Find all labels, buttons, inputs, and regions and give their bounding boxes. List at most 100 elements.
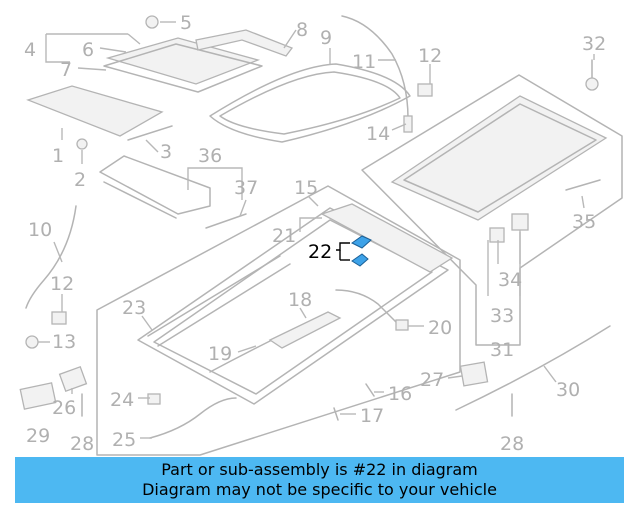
callout-36: 36	[198, 145, 222, 167]
motor-27	[459, 361, 489, 387]
harness-25	[149, 397, 237, 439]
callout-12-top: 12	[418, 45, 442, 67]
sunshade-panel	[390, 95, 608, 221]
callout-12-low: 12	[50, 273, 74, 295]
callout-19: 19	[208, 343, 232, 365]
callout-20: 20	[428, 317, 452, 339]
front-rail-21	[320, 203, 454, 273]
callout-8: 8	[296, 19, 308, 41]
callout-23: 23	[122, 297, 146, 319]
drive-cable-18	[268, 311, 342, 349]
callout-37: 37	[234, 177, 258, 199]
callout-15: 15	[294, 177, 318, 199]
callout-1: 1	[52, 145, 64, 167]
callout-22: 22	[308, 241, 332, 263]
bracket-34a	[489, 227, 505, 243]
leader-18	[299, 307, 307, 319]
callout-14: 14	[366, 123, 390, 145]
leader-7	[77, 67, 107, 71]
module-29	[19, 382, 57, 410]
guide-rail-23b	[157, 263, 291, 347]
callout-16: 16	[388, 383, 412, 405]
leader-21	[299, 217, 322, 232]
connector-24	[147, 393, 161, 405]
callout-17: 17	[360, 405, 384, 427]
callout-29: 29	[26, 425, 50, 447]
glass-panel-6	[105, 37, 261, 85]
leader-4b	[127, 33, 141, 45]
grommet-13	[25, 335, 39, 349]
fitting-14	[403, 115, 413, 133]
screw-32-head	[585, 77, 599, 91]
leader-27	[447, 375, 463, 379]
callout-28-right: 28	[500, 433, 524, 455]
callout-24: 24	[110, 389, 134, 411]
callout-30: 30	[556, 379, 580, 401]
sunshade-bar-37	[205, 213, 247, 229]
callout-18: 18	[288, 289, 312, 311]
callout-9: 9	[320, 27, 332, 49]
clip-12-low	[51, 311, 67, 325]
connector-20	[395, 319, 409, 331]
banner-line-2: Diagram may not be specific to your vehi…	[142, 480, 497, 499]
part-22-upper	[351, 235, 372, 249]
seal-strip-3	[127, 125, 173, 141]
callout-7: 7	[60, 59, 72, 81]
leader-37	[239, 199, 247, 217]
leader-8	[283, 29, 297, 49]
bolt-16	[365, 383, 375, 397]
guide-rail-23	[147, 255, 281, 337]
callout-13: 13	[52, 331, 76, 353]
cable-10	[25, 205, 77, 309]
leader-15	[307, 195, 319, 207]
leader-22	[336, 242, 350, 251]
weatherstrip-9-inner	[219, 71, 401, 135]
callout-31: 31	[490, 339, 514, 361]
callout-33: 33	[490, 305, 514, 327]
rod-35	[565, 179, 601, 191]
info-banner: Part or sub-assembly is #22 in diagram D…	[15, 457, 624, 503]
glass-frame-7	[103, 43, 263, 93]
sunshade-rail-36b	[103, 181, 177, 219]
harness-20	[335, 289, 399, 325]
leader-19	[237, 345, 257, 353]
callout-35: 35	[572, 211, 596, 233]
sunshade-rail-36	[99, 155, 211, 215]
callout-26: 26	[52, 397, 76, 419]
callout-25: 25	[112, 429, 136, 451]
callout-6: 6	[82, 39, 94, 61]
leader-3	[145, 139, 159, 153]
leader-14	[391, 123, 407, 131]
bracket-34b	[511, 213, 529, 231]
main-frame-15	[137, 207, 449, 405]
glass-panel-1	[26, 85, 164, 137]
callout-32: 32	[582, 33, 606, 55]
drain-hose-11	[341, 15, 409, 119]
leader-23	[141, 315, 153, 331]
callout-2: 2	[74, 169, 86, 191]
clip-12-top	[417, 83, 433, 97]
callout-5: 5	[180, 12, 192, 34]
leader-35	[581, 195, 585, 209]
callout-4: 4	[24, 39, 36, 61]
sunshade-panel-inner	[403, 103, 597, 213]
part-22-lower	[351, 253, 369, 267]
callout-21: 21	[272, 225, 296, 247]
frame-assembly-15	[96, 185, 461, 456]
callout-28-left: 28	[70, 433, 94, 455]
leader-6	[99, 47, 127, 53]
bolt-2	[76, 138, 88, 150]
callout-34: 34	[498, 269, 522, 291]
leader-30	[543, 365, 557, 383]
callout-11: 11	[352, 51, 376, 73]
leader-10	[53, 241, 63, 263]
callout-3: 3	[160, 141, 172, 163]
banner-line-1: Part or sub-assembly is #22 in diagram	[161, 460, 478, 479]
callout-10: 10	[28, 219, 52, 241]
weatherstrip-9	[209, 63, 411, 143]
motor-26	[58, 365, 88, 393]
leader-36	[187, 167, 243, 200]
bolt-5	[145, 15, 159, 29]
